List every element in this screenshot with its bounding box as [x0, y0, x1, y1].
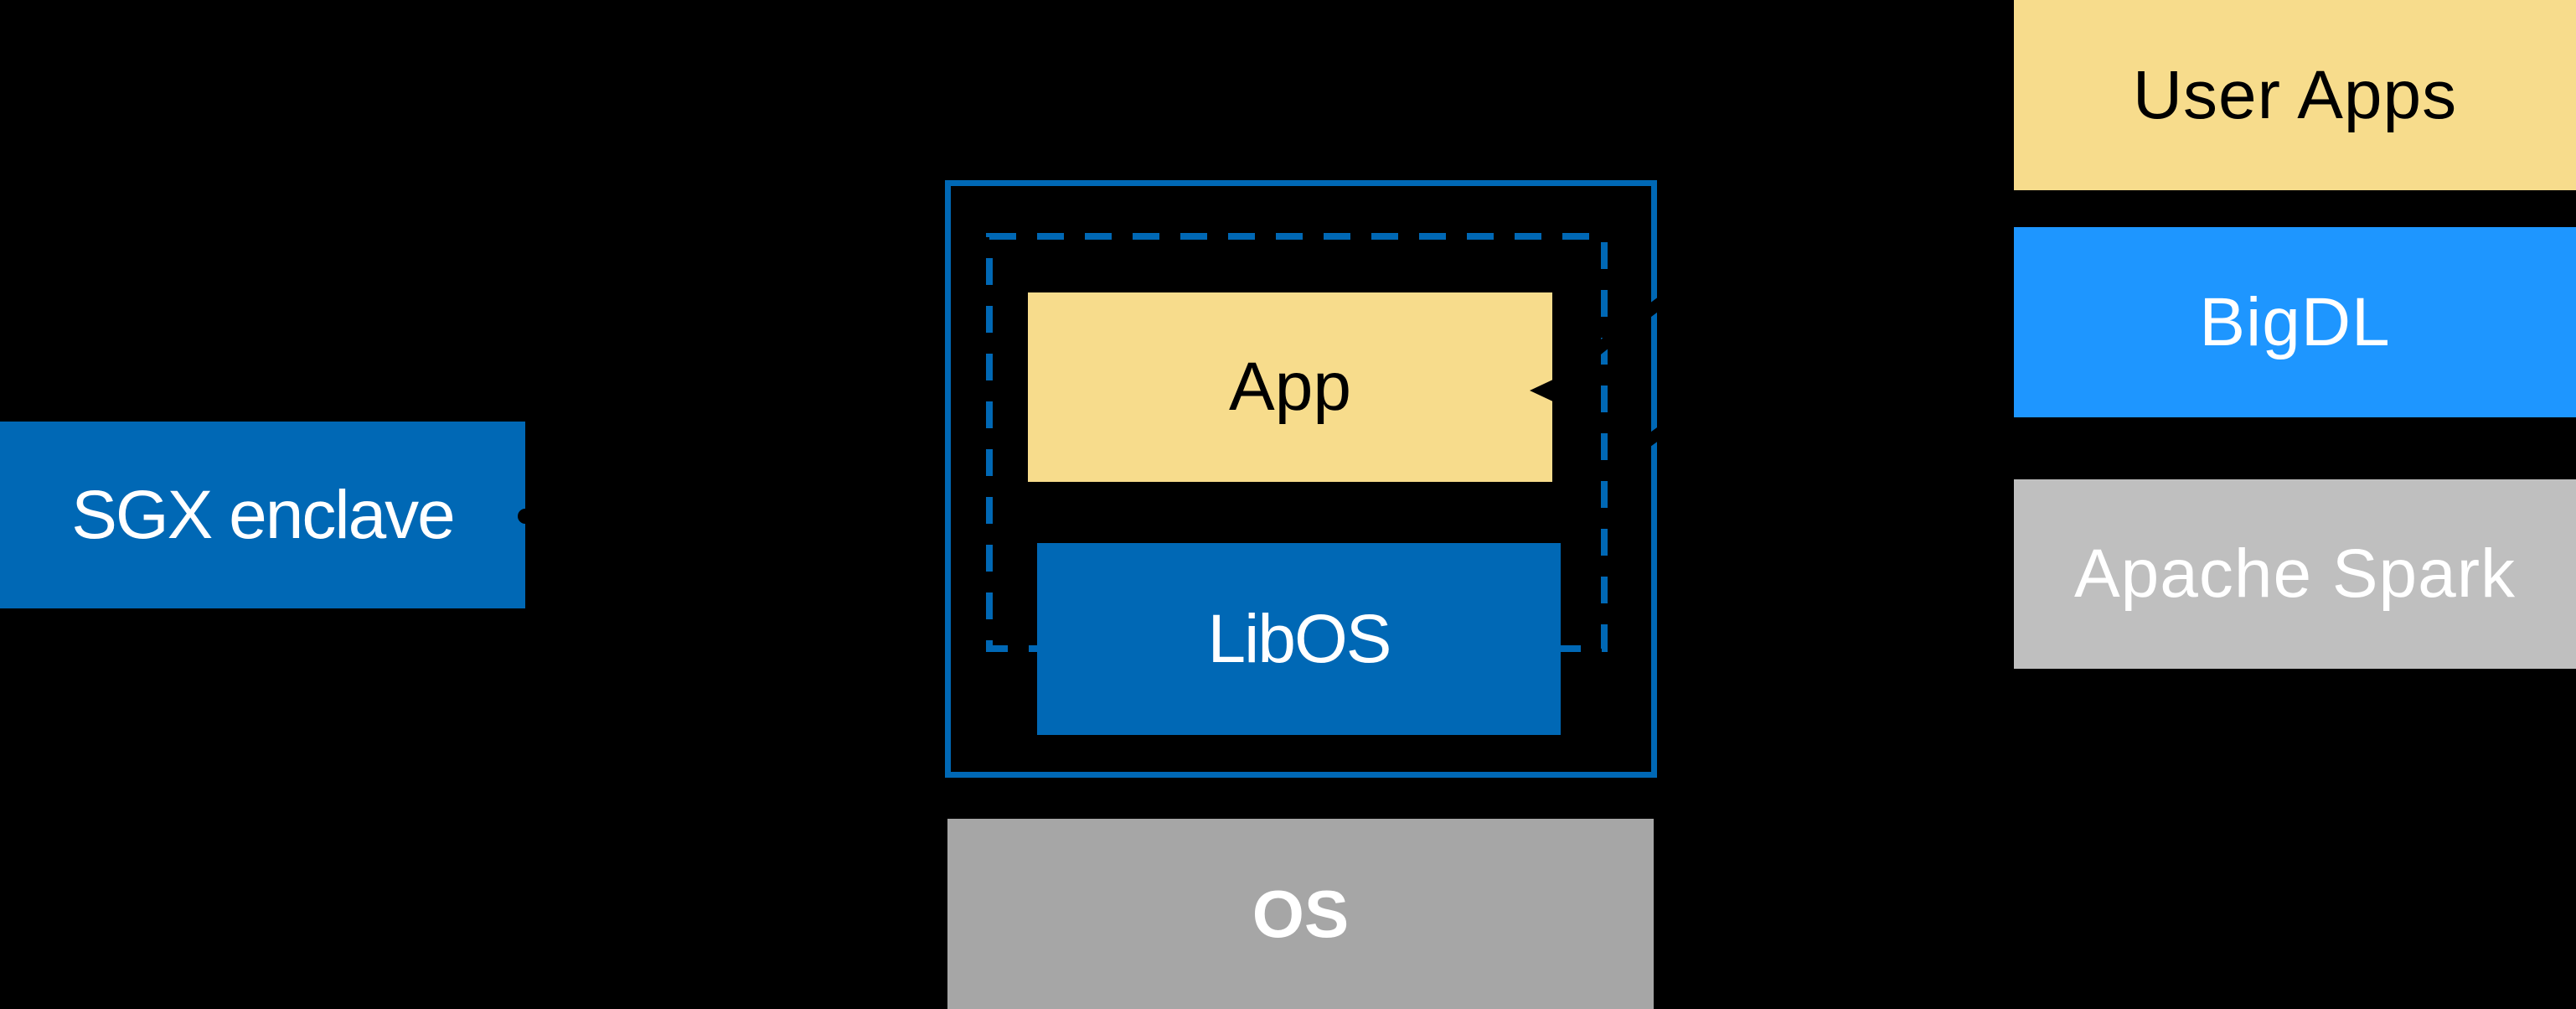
bigdl-label: BigDL: [2199, 283, 2391, 360]
user-apps-box: User Apps: [2014, 0, 2576, 190]
libos-label: LibOS: [1207, 600, 1392, 677]
apache-spark-label: Apache Spark: [2073, 536, 2517, 612]
user-apps-label: User Apps: [2132, 56, 2458, 133]
app-label: App: [1229, 349, 1351, 425]
os-box: OS: [947, 819, 1654, 1009]
app-box: App: [1028, 292, 1552, 482]
apache-spark-box: Apache Spark: [2014, 479, 2576, 669]
os-label: OS: [1252, 876, 1350, 951]
sgx-enclave-box: SGX enclave: [0, 422, 525, 608]
libos-box: LibOS: [1037, 543, 1561, 735]
sgx-enclave-label: SGX enclave: [71, 476, 456, 553]
bigdl-box: BigDL: [2014, 227, 2576, 417]
enclave-solid-outline: [945, 180, 1657, 778]
